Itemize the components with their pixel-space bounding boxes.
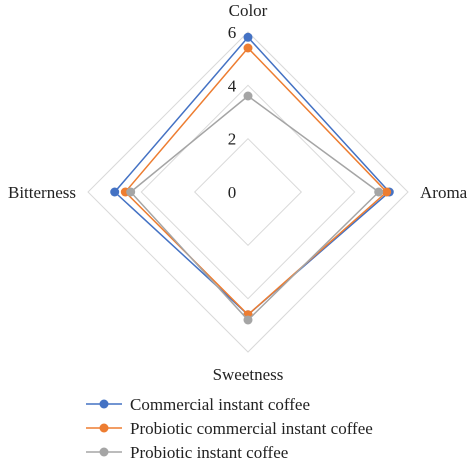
legend-swatch-marker <box>99 447 109 457</box>
legend-label: Probiotic instant coffee <box>130 443 288 462</box>
legend-swatch-marker <box>99 399 109 409</box>
grid-ring-2 <box>193 137 303 247</box>
series-line-probiotic-commercial-instant-coffee <box>124 46 388 316</box>
data-point-probiotic-instant-coffee-sweetness <box>243 315 253 325</box>
axis-label-aroma: Aroma <box>420 183 468 202</box>
radar-grid <box>87 31 409 353</box>
data-point-probiotic-instant-coffee-bitterness <box>126 187 136 197</box>
series-probiotic-instant-coffee <box>126 91 384 325</box>
series-probiotic-commercial-instant-coffee <box>120 43 392 320</box>
legend-item-commercial-instant-coffee: Commercial instant coffee <box>86 395 310 414</box>
legend-swatch-marker <box>99 423 109 433</box>
legend-label: Probiotic commercial instant coffee <box>130 419 373 438</box>
data-point-probiotic-commercial-instant-coffee-color <box>243 43 253 53</box>
series-commercial-instant-coffee <box>110 32 394 320</box>
tick-label-2: 2 <box>228 130 237 149</box>
axis-label-sweetness: Sweetness <box>213 365 284 384</box>
tick-label-6: 6 <box>228 23 237 42</box>
axis-label-bitterness: Bitterness <box>8 183 76 202</box>
grid-ring-6 <box>87 31 409 353</box>
tick-label-0: 0 <box>228 183 237 202</box>
radial-tick-labels: 0 2 4 6 <box>228 23 237 202</box>
legend-item-probiotic-instant-coffee: Probiotic instant coffee <box>86 443 288 462</box>
data-point-probiotic-commercial-instant-coffee-aroma <box>382 187 392 197</box>
axis-label-color: Color <box>229 1 268 20</box>
data-point-commercial-instant-coffee-color <box>243 32 253 42</box>
legend-item-probiotic-commercial-instant-coffee: Probiotic commercial instant coffee <box>86 419 373 438</box>
grid-ring-4 <box>140 84 356 300</box>
data-point-probiotic-instant-coffee-color <box>243 91 253 101</box>
series-line-commercial-instant-coffee <box>113 36 391 316</box>
data-point-commercial-instant-coffee-bitterness <box>110 187 120 197</box>
tick-label-4: 4 <box>228 76 237 95</box>
radar-series-layer <box>110 32 394 325</box>
data-point-probiotic-instant-coffee-aroma <box>374 187 384 197</box>
legend-label: Commercial instant coffee <box>130 395 310 414</box>
